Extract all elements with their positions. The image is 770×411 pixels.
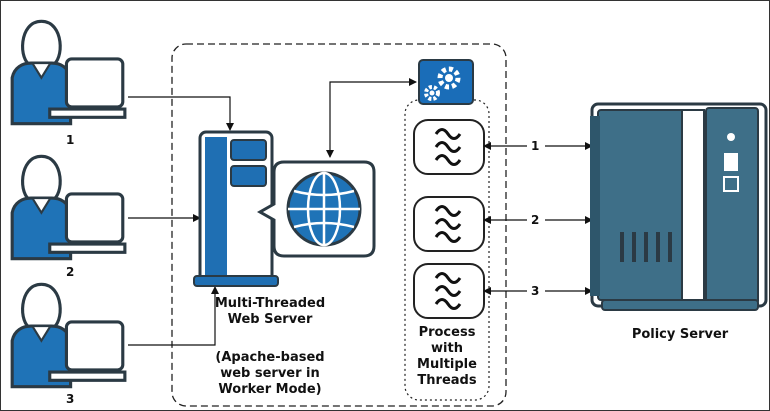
web-server-title-line-2: Web Server [227,312,313,327]
connection-3-label: 3 [531,284,540,298]
thread-3-icon [412,262,486,320]
process-label-line-2: with [431,341,463,356]
user-1-icon [10,19,127,126]
user-3-icon [10,282,127,389]
user-1-arrow [128,96,234,131]
user-2-label: 2 [66,265,75,279]
user-3-arrow [128,286,219,346]
thread-2-icon [412,195,486,253]
connection-2-label: 2 [531,213,540,227]
server-tower-icon [193,130,279,287]
globe-icon [256,160,376,258]
process-boundary [404,99,490,401]
user-1-label: 1 [66,133,75,147]
process-label-line-3: Multiple [417,357,477,372]
web-server-note: (Apache-based web server in Worker Mode) [200,350,340,398]
web-server-title: Multi-Threaded Web Server [200,296,340,328]
process-label-line-4: Threads [417,373,477,388]
server-chassis-icon [590,102,768,311]
connection-1-label: 1 [531,139,540,153]
web-server-note-line-2: web server in [220,366,320,381]
user-3-label: 3 [66,392,75,406]
policy-server-label: Policy Server [631,327,729,342]
user-2-icon [10,154,127,261]
process-label: Process with Multiple Threads [405,325,489,389]
server-process-arrow [326,78,417,158]
web-server-note-line-3: Worker Mode) [218,382,322,397]
web-server-title-line-1: Multi-Threaded [214,296,326,311]
gears-icon [418,59,474,105]
process-label-line-1: Process [418,325,476,340]
web-server-boundary [171,43,507,407]
thread-1-icon [412,118,486,176]
web-server-note-line-1: (Apache-based [215,350,325,365]
